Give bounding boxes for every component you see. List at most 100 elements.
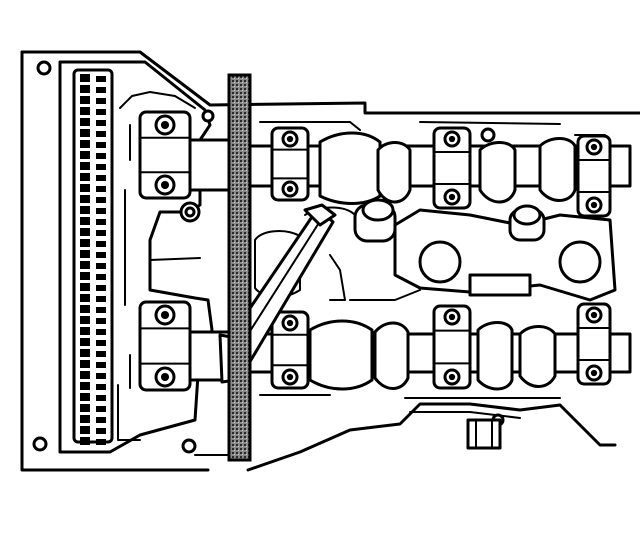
chain-link <box>96 428 106 434</box>
chain-link <box>80 96 90 104</box>
bolt-hole <box>480 127 496 143</box>
chain-link <box>96 98 106 104</box>
chain-link <box>96 340 106 346</box>
chain-link <box>96 241 106 247</box>
chain-link <box>80 74 90 82</box>
fitting-body <box>466 418 502 450</box>
chain-link <box>80 129 90 137</box>
chain-link <box>80 404 90 412</box>
chain-link <box>80 294 90 302</box>
cap-bolt-head <box>590 369 598 377</box>
chain-link <box>96 263 106 269</box>
bolt-hole-inner <box>184 206 196 218</box>
chain-link <box>80 283 90 291</box>
cap-body <box>270 310 310 390</box>
chain-link <box>96 120 106 126</box>
cap-bolt-head <box>286 373 294 381</box>
cam-lobe <box>518 325 557 388</box>
chain-link <box>80 338 90 346</box>
chain-link <box>96 406 106 412</box>
bolt-hole <box>201 109 215 123</box>
spark-plug-bore <box>558 240 602 284</box>
mounting-holes <box>32 60 505 454</box>
cap-bolt-head <box>448 313 456 321</box>
chain-link <box>96 153 106 159</box>
chain-link <box>96 329 106 335</box>
cap-bolt-head <box>286 185 294 193</box>
chain-link <box>96 76 106 82</box>
chain-link <box>80 426 90 434</box>
chain-link <box>96 373 106 379</box>
cap-body <box>432 126 472 210</box>
chain-link <box>96 252 106 258</box>
chain-link <box>80 107 90 115</box>
bolt-hole <box>181 438 197 454</box>
chain-link <box>96 274 106 280</box>
casting-details <box>129 121 606 399</box>
cap-bolt-head <box>160 372 170 382</box>
chain-link <box>96 230 106 236</box>
front-cover <box>58 60 214 454</box>
cap-bolt-head <box>590 143 598 151</box>
chain-link <box>96 395 106 401</box>
chain-link <box>80 85 90 93</box>
bottom-fitting <box>466 418 502 450</box>
cap-bolt-head <box>286 135 294 143</box>
gasket-stipple <box>227 73 252 462</box>
cap-body <box>432 304 472 390</box>
cap-bolt-head <box>160 120 170 130</box>
chain-link <box>96 384 106 390</box>
chain-link <box>80 371 90 379</box>
cap-bolt-head <box>448 135 456 143</box>
chain-link <box>80 118 90 126</box>
bearing-cap <box>576 134 612 218</box>
chain-link <box>80 250 90 258</box>
chain-link <box>80 206 90 214</box>
cam-lobe <box>478 141 517 204</box>
chain-link <box>96 285 106 291</box>
chain-link <box>80 228 90 236</box>
chain-link <box>80 349 90 357</box>
cam-lobe <box>308 319 374 391</box>
bearing-cap <box>270 310 310 390</box>
cap-bolt-head <box>160 180 170 190</box>
cap-bolt-head <box>590 201 598 209</box>
chain-link <box>80 382 90 390</box>
cap-body <box>576 302 612 386</box>
timing-chain <box>72 68 114 445</box>
chain-link <box>80 272 90 280</box>
chain-link <box>96 131 106 137</box>
center-bosses <box>254 198 617 302</box>
lifter-bore-top <box>512 204 542 226</box>
bearing-cap <box>138 300 192 392</box>
chain-link <box>96 351 106 357</box>
chain-link <box>96 318 106 324</box>
cam-lobe <box>476 321 514 391</box>
cap-bolt-head <box>160 310 170 320</box>
chain-link <box>96 307 106 313</box>
cap-body <box>270 126 310 202</box>
boss-bridge <box>468 273 532 297</box>
chain-link <box>80 239 90 247</box>
cap-bolt-head <box>448 193 456 201</box>
cam-lobe <box>318 131 382 205</box>
chain-link <box>80 305 90 313</box>
fitting-lines <box>475 419 493 449</box>
cylinder-head-outline <box>20 50 640 472</box>
chain-link <box>96 439 106 445</box>
chain-link <box>80 217 90 225</box>
lifter-bore-top <box>361 198 395 222</box>
chain-link <box>80 261 90 269</box>
cap-body <box>138 110 192 200</box>
cap-bolt-head <box>286 319 294 327</box>
chain-link <box>96 87 106 93</box>
chain-link <box>96 417 106 423</box>
bearing-cap <box>432 304 472 390</box>
chain-link <box>80 393 90 401</box>
chain-link <box>80 151 90 159</box>
head-gasket-strip <box>227 73 252 462</box>
chain-link <box>96 142 106 148</box>
chain-link <box>96 208 106 214</box>
